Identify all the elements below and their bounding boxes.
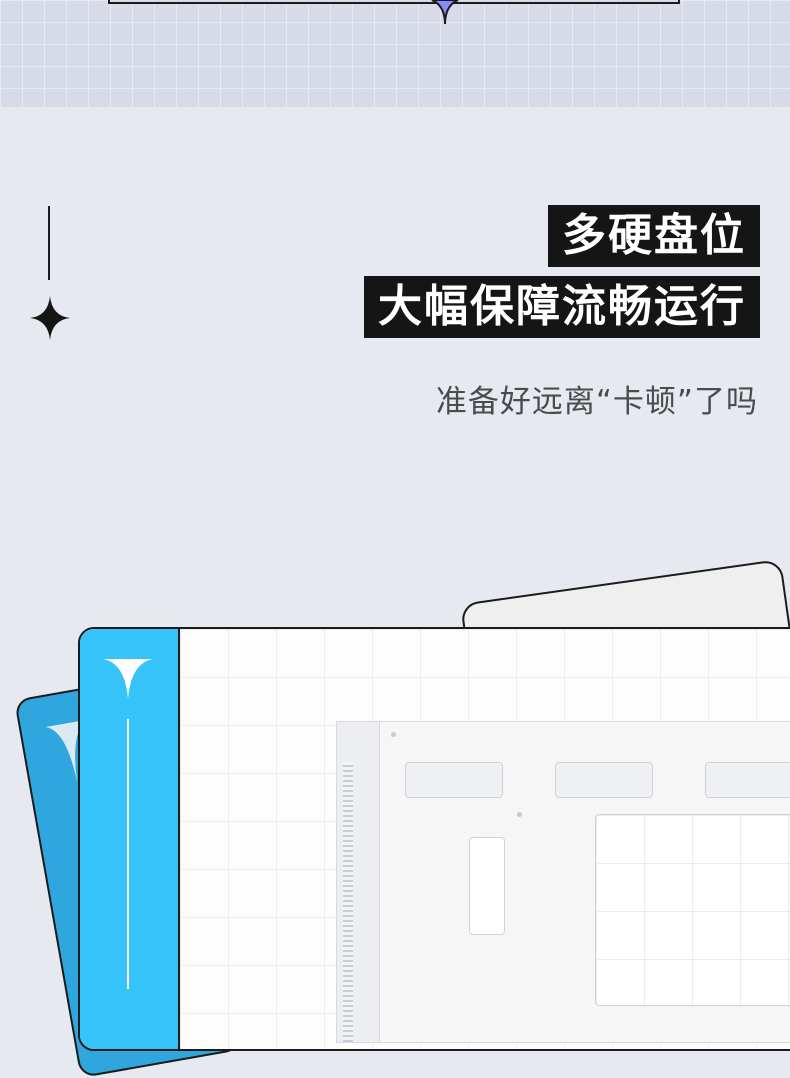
case-cutout-large: [595, 814, 790, 1006]
grid-backdrop: [180, 629, 790, 1049]
drive-slot: [405, 762, 503, 798]
blue-side-strip: [80, 629, 180, 1049]
top-grid-band: [0, 0, 790, 107]
case-vent: [343, 762, 353, 1042]
subtitle: 准备好远离“卡顿”了吗: [435, 384, 758, 420]
drive-slot: [555, 762, 653, 798]
background-card-blue: [14, 671, 243, 1078]
screw-hole: [517, 812, 522, 817]
case-cutout-small: [469, 837, 505, 935]
case-front-panel: [337, 722, 380, 1042]
screw-hole: [391, 732, 396, 737]
pc-case-image: [336, 721, 790, 1043]
blue-arrow-icon: [103, 659, 153, 699]
top-frame: [108, 0, 680, 4]
down-pointer-icon: [431, 0, 459, 25]
decorative-line: [48, 206, 50, 280]
drive-slot: [705, 762, 790, 798]
headline-line-2: 大幅保障流畅运行: [364, 276, 760, 338]
headline: 多硬盘位 大幅保障流畅运行: [364, 205, 760, 338]
headline-line-1: 多硬盘位: [548, 205, 760, 267]
blue-arrow-icon: [45, 719, 89, 783]
strip-line: [127, 719, 129, 989]
sparkle-star-icon: [30, 296, 70, 340]
product-card: [78, 627, 790, 1051]
